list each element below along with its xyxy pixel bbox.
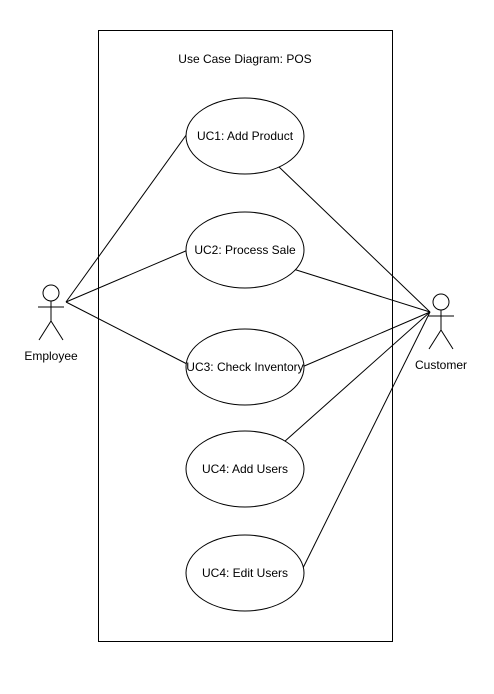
use-case-ellipse [185,534,305,612]
actor-label: Customer [415,358,467,372]
actor-label: Employee [24,349,78,363]
use-case-uc3[interactable]: UC3: Check Inventory [185,328,305,406]
association-customer-uc3 [301,311,431,368]
association-customer-uc1 [277,165,431,313]
association-customer-uc2 [289,267,431,313]
use-case-label: UC3: Check Inventory [186,360,303,374]
use-case-label: UC1: Add Product [197,129,294,143]
use-case-label: UC2: Process Sale [194,243,296,257]
association-employee-uc3 [65,301,188,365]
actor-employee[interactable]: Employee [24,284,78,363]
use-case-label: UC4: Add Users [202,462,288,476]
use-case-ellipse [185,97,305,175]
use-case-uc2[interactable]: UC2: Process Sale [185,211,305,289]
use-case-uc4a[interactable]: UC4: Add Users [185,430,305,508]
stick-figure-icon [38,284,64,341]
use-case-ellipse [185,211,305,289]
actor-customer[interactable]: Customer [415,293,467,372]
system-title: Use Case Diagram: POS [178,52,311,66]
use-case-ellipse [185,328,305,406]
use-case-label: UC4: Edit Users [202,566,288,580]
use-case-uc1[interactable]: UC1: Add Product [185,97,305,175]
association-customer-uc4b [299,311,431,575]
association-customer-uc4a [283,311,431,443]
associations [65,126,431,575]
use-case-ellipse [185,430,305,508]
use-case-uc4b[interactable]: UC4: Edit Users [185,534,305,612]
stick-figure-icon [428,293,454,350]
association-employee-uc1 [65,126,193,303]
system-boundary [98,30,393,642]
association-employee-uc2 [65,249,189,303]
